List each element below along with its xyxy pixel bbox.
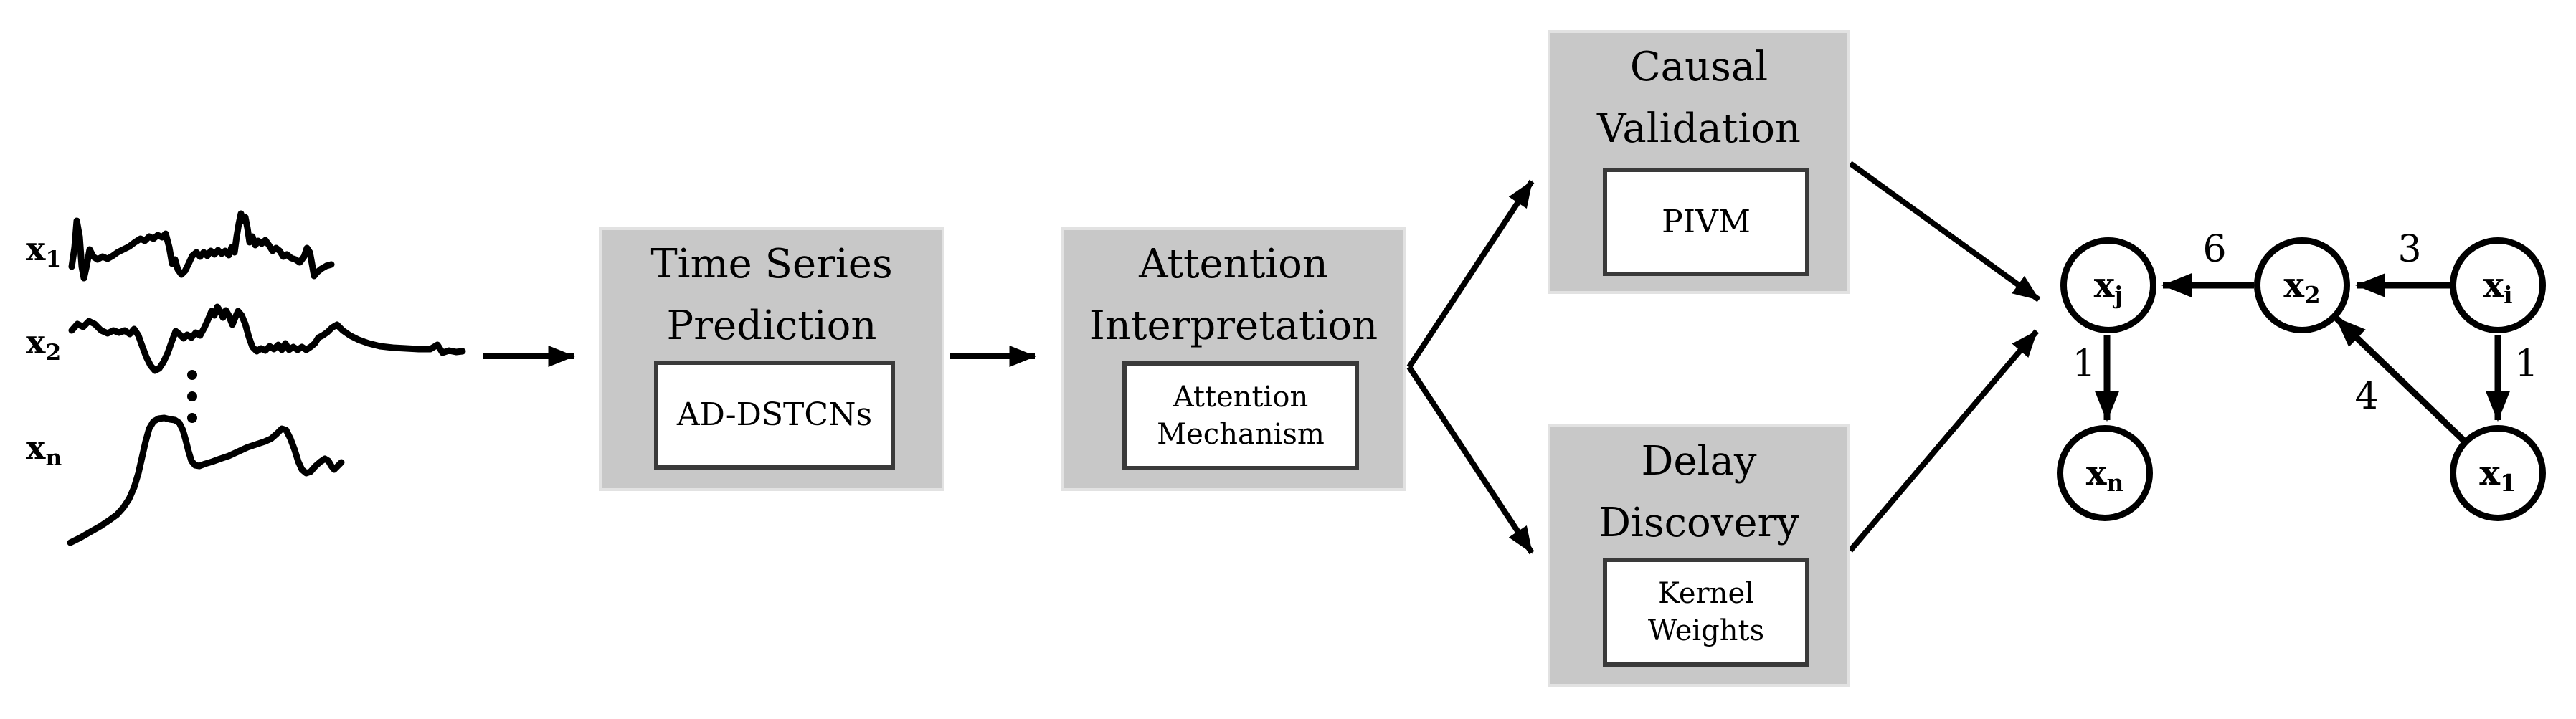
timeseries-x1-waveform (68, 210, 335, 282)
box-attention-interpretation-title: Attention Interpretation (1089, 241, 1378, 349)
series-label-xn: xn (26, 428, 62, 471)
edge-weight-x1-x2: 4 (2354, 375, 2379, 418)
box-delay-discovery-title: Delay Discovery (1599, 438, 1799, 546)
graph-node-xi: xi (2450, 237, 2546, 333)
edge-weight-xj-xn: 1 (2072, 343, 2096, 386)
inner-box-attention-mechanism: Attention Mechanism (1122, 361, 1359, 470)
edge-weight-xi-x2: 3 (2397, 228, 2422, 271)
series-ellipsis-dots (187, 370, 197, 423)
graph-node-x1: x1 (2450, 425, 2546, 521)
inner-box-pivm: PIVM (1603, 168, 1809, 276)
edge-weight-x2-xj: 6 (2202, 228, 2227, 271)
series-label-x2: x2 (26, 323, 62, 366)
box-time-series-prediction-title: Time Series Prediction (650, 241, 893, 349)
graph-node-x2: x2 (2254, 237, 2350, 333)
box-causal-validation-title: Causal Validation (1597, 44, 1801, 152)
timeseries-xn-waveform (67, 414, 345, 546)
series-label-x1: x1 (26, 229, 62, 272)
arrow-attention-to-causal-validation (1406, 179, 1535, 369)
graph-node-xn: xn (2057, 425, 2153, 521)
edge-x1-to-x2 (2334, 315, 2466, 443)
edge-weight-xi-x1: 1 (2514, 343, 2539, 386)
inner-box-kernel-weights: Kernel Weights (1603, 558, 1809, 667)
arrow-attention-to-delay-discovery (1406, 365, 1535, 555)
arrow-causal-validation-to-graph (1848, 161, 2041, 303)
inner-box-ad-dstcns: AD-DSTCNs (654, 361, 895, 470)
arrow-delay-discovery-to-graph (1847, 329, 2040, 553)
graph-node-xj: xj (2060, 237, 2156, 333)
timeseries-x2-waveform (68, 303, 466, 374)
